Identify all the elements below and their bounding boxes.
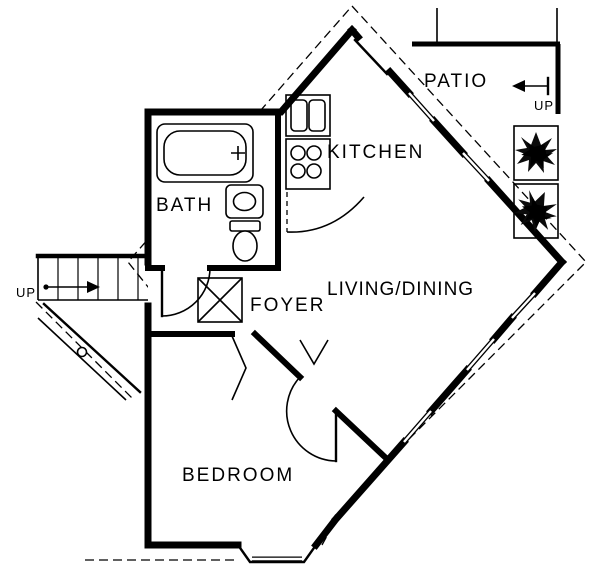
- planter-box: [513, 183, 559, 239]
- bedroom-door-swing-arc: [285, 376, 337, 462]
- patio-top-wall: [412, 41, 561, 114]
- closet-bifold-door: [231, 335, 247, 401]
- bay-window: [236, 543, 318, 564]
- kitchen-sink-bowl-right: [308, 99, 326, 132]
- bathroom-fixtures: [156, 123, 264, 262]
- stair-ramp-edge: [42, 302, 142, 394]
- plant-icon: [515, 132, 557, 174]
- foyer-tile-cross: [197, 277, 243, 323]
- bathtub-faucet-icon: [231, 146, 245, 160]
- stair-label-up-patio: UP: [534, 98, 554, 113]
- hall-bifold-door: [299, 339, 329, 366]
- stair-treads: [57, 256, 139, 300]
- room-label-bedroom: BEDROOM: [182, 465, 294, 486]
- room-label-foyer: FOYER: [250, 295, 325, 316]
- bathroom-sink-icon: [225, 184, 264, 219]
- room-label-living-dining: LIVING/DINING: [327, 279, 474, 300]
- kitchen-counter-curve: [286, 196, 365, 233]
- stove-burner: [306, 145, 322, 161]
- bathtub-basin: [163, 130, 247, 176]
- foyer-tile-icon: [197, 277, 243, 323]
- stove-outline: [285, 138, 331, 190]
- toilet-icon: [232, 230, 258, 262]
- room-label-kitchen: KITCHEN: [327, 142, 424, 163]
- stair-ramp-edge-2: [37, 317, 127, 401]
- bath-door-swing-arc: [161, 267, 211, 317]
- room-label-bath: BATH: [156, 195, 213, 216]
- kitchen-fixtures: [285, 94, 365, 233]
- stair-side-edge: [37, 256, 148, 301]
- gate-post-icon: [76, 346, 88, 358]
- planter-box: [513, 125, 559, 181]
- patio-up-arrowhead-icon: [512, 80, 525, 92]
- stair-label-up-left: UP: [16, 285, 36, 300]
- foyer-tile-outline: [197, 277, 243, 323]
- room-label-patio: PATIO: [424, 71, 488, 92]
- door-swings: [160, 266, 338, 463]
- interior-wall: [145, 109, 393, 465]
- stair-up-arrowhead-icon: [87, 281, 100, 293]
- stove-burner: [290, 145, 306, 161]
- stove-burner: [290, 163, 306, 179]
- entry-stairs: [35, 253, 151, 401]
- bathroom-sink-bowl: [232, 191, 257, 212]
- stove-burner: [306, 163, 322, 179]
- kitchen-sink-counter: [285, 94, 331, 137]
- kitchen-sink-bowl-left: [290, 99, 308, 132]
- patio-slider-door: [353, 38, 389, 76]
- bathtub-icon: [156, 123, 254, 183]
- toilet-tank: [229, 220, 261, 232]
- patio-structures: [412, 8, 564, 239]
- window-glass-inner: [252, 92, 536, 561]
- upper-level-lines: [436, 8, 558, 42]
